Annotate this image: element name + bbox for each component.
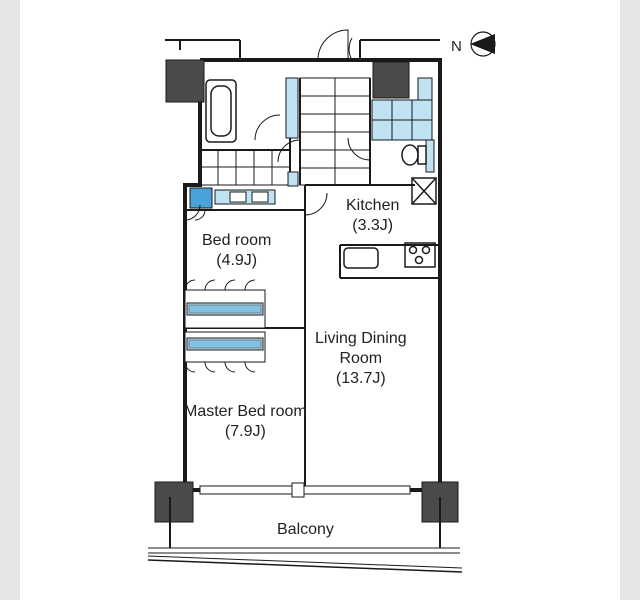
north-arrow-icon: [470, 31, 496, 57]
closets: [184, 279, 266, 373]
bathroom: [205, 79, 427, 166]
living-label: Living Dining Room (13.7J): [315, 329, 407, 389]
master-bedroom-name: Master Bed room: [184, 403, 307, 420]
kitchen-name: Kitchen: [346, 197, 400, 214]
living-size: (13.7J): [335, 370, 386, 387]
master-bedroom-label: Master Bed room (7.9J): [184, 402, 307, 442]
kitchen-label: Kitchen (3.3J): [346, 196, 399, 236]
balcony-sashes: [199, 482, 411, 498]
fixtures: [189, 77, 435, 209]
doors: [184, 29, 371, 221]
bedroom-size: (4.9J): [216, 252, 258, 269]
living-name-line2: Room: [339, 350, 383, 367]
master-bedroom-size: (7.9J): [224, 423, 266, 440]
kitchen-fixtures: [343, 177, 437, 269]
living-name-line1: Living Dining: [315, 330, 407, 347]
bedroom-name: Bed room: [202, 232, 272, 249]
balcony-label: Balcony: [277, 521, 334, 538]
compass-letter: N: [451, 38, 462, 55]
bedroom-label: Bed room (4.9J): [202, 231, 271, 271]
tile-grid: [199, 77, 371, 186]
kitchen-size: (3.3J): [352, 217, 394, 234]
balcony-rail: [147, 497, 463, 573]
floor-plan-sheet: [20, 0, 620, 600]
